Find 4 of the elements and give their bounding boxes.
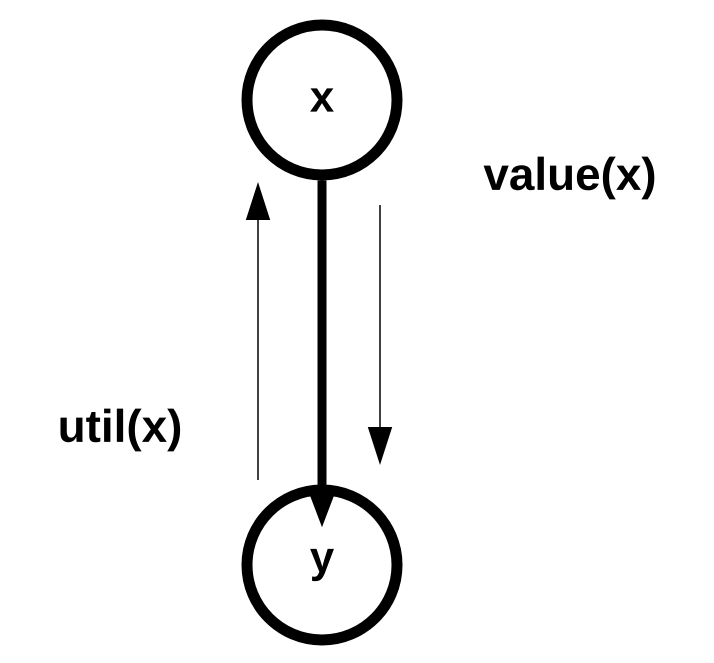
circle-node: x [242,20,402,180]
edge-label: value(x) [484,156,654,200]
circle-node: y [242,484,402,646]
edge-label: util(x) [60,408,180,452]
